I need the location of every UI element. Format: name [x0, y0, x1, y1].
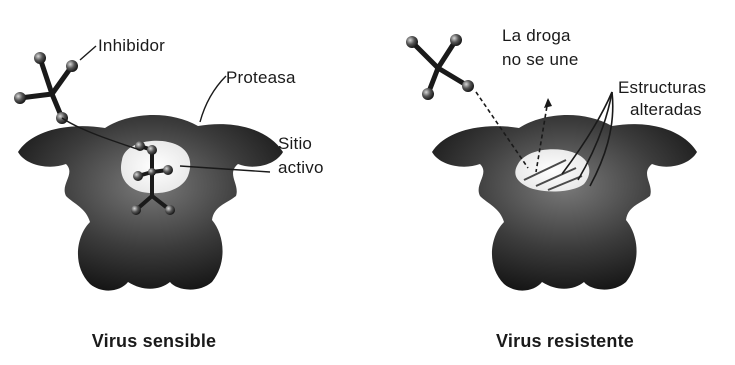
protease-label: Proteasa: [226, 68, 296, 87]
left-protease: [18, 114, 283, 291]
free-inhibitor-molecule-left: [14, 52, 78, 124]
bound-inhibitor-molecule: [131, 141, 175, 215]
drug-no-bind-label-line1: La droga: [502, 26, 571, 45]
right-leader-lines: [475, 91, 614, 187]
active-site-label-line1: Sitio: [278, 134, 313, 153]
left-leader-lines: [61, 45, 271, 173]
caption-resistant-virus: Virus resistente: [496, 331, 634, 351]
altered-structures-label-line1: Estructuras: [618, 78, 707, 97]
inhibitor-label: Inhibidor: [98, 36, 166, 55]
altered-structures-label-line2: alteradas: [630, 100, 702, 119]
drug-no-bind-label-line2: no se une: [502, 50, 579, 69]
right-protease: [432, 114, 697, 291]
free-inhibitor-molecule-right: [406, 34, 474, 100]
active-site-label-line2: activo: [278, 158, 324, 177]
caption-sensitive-virus: Virus sensible: [91, 331, 217, 351]
